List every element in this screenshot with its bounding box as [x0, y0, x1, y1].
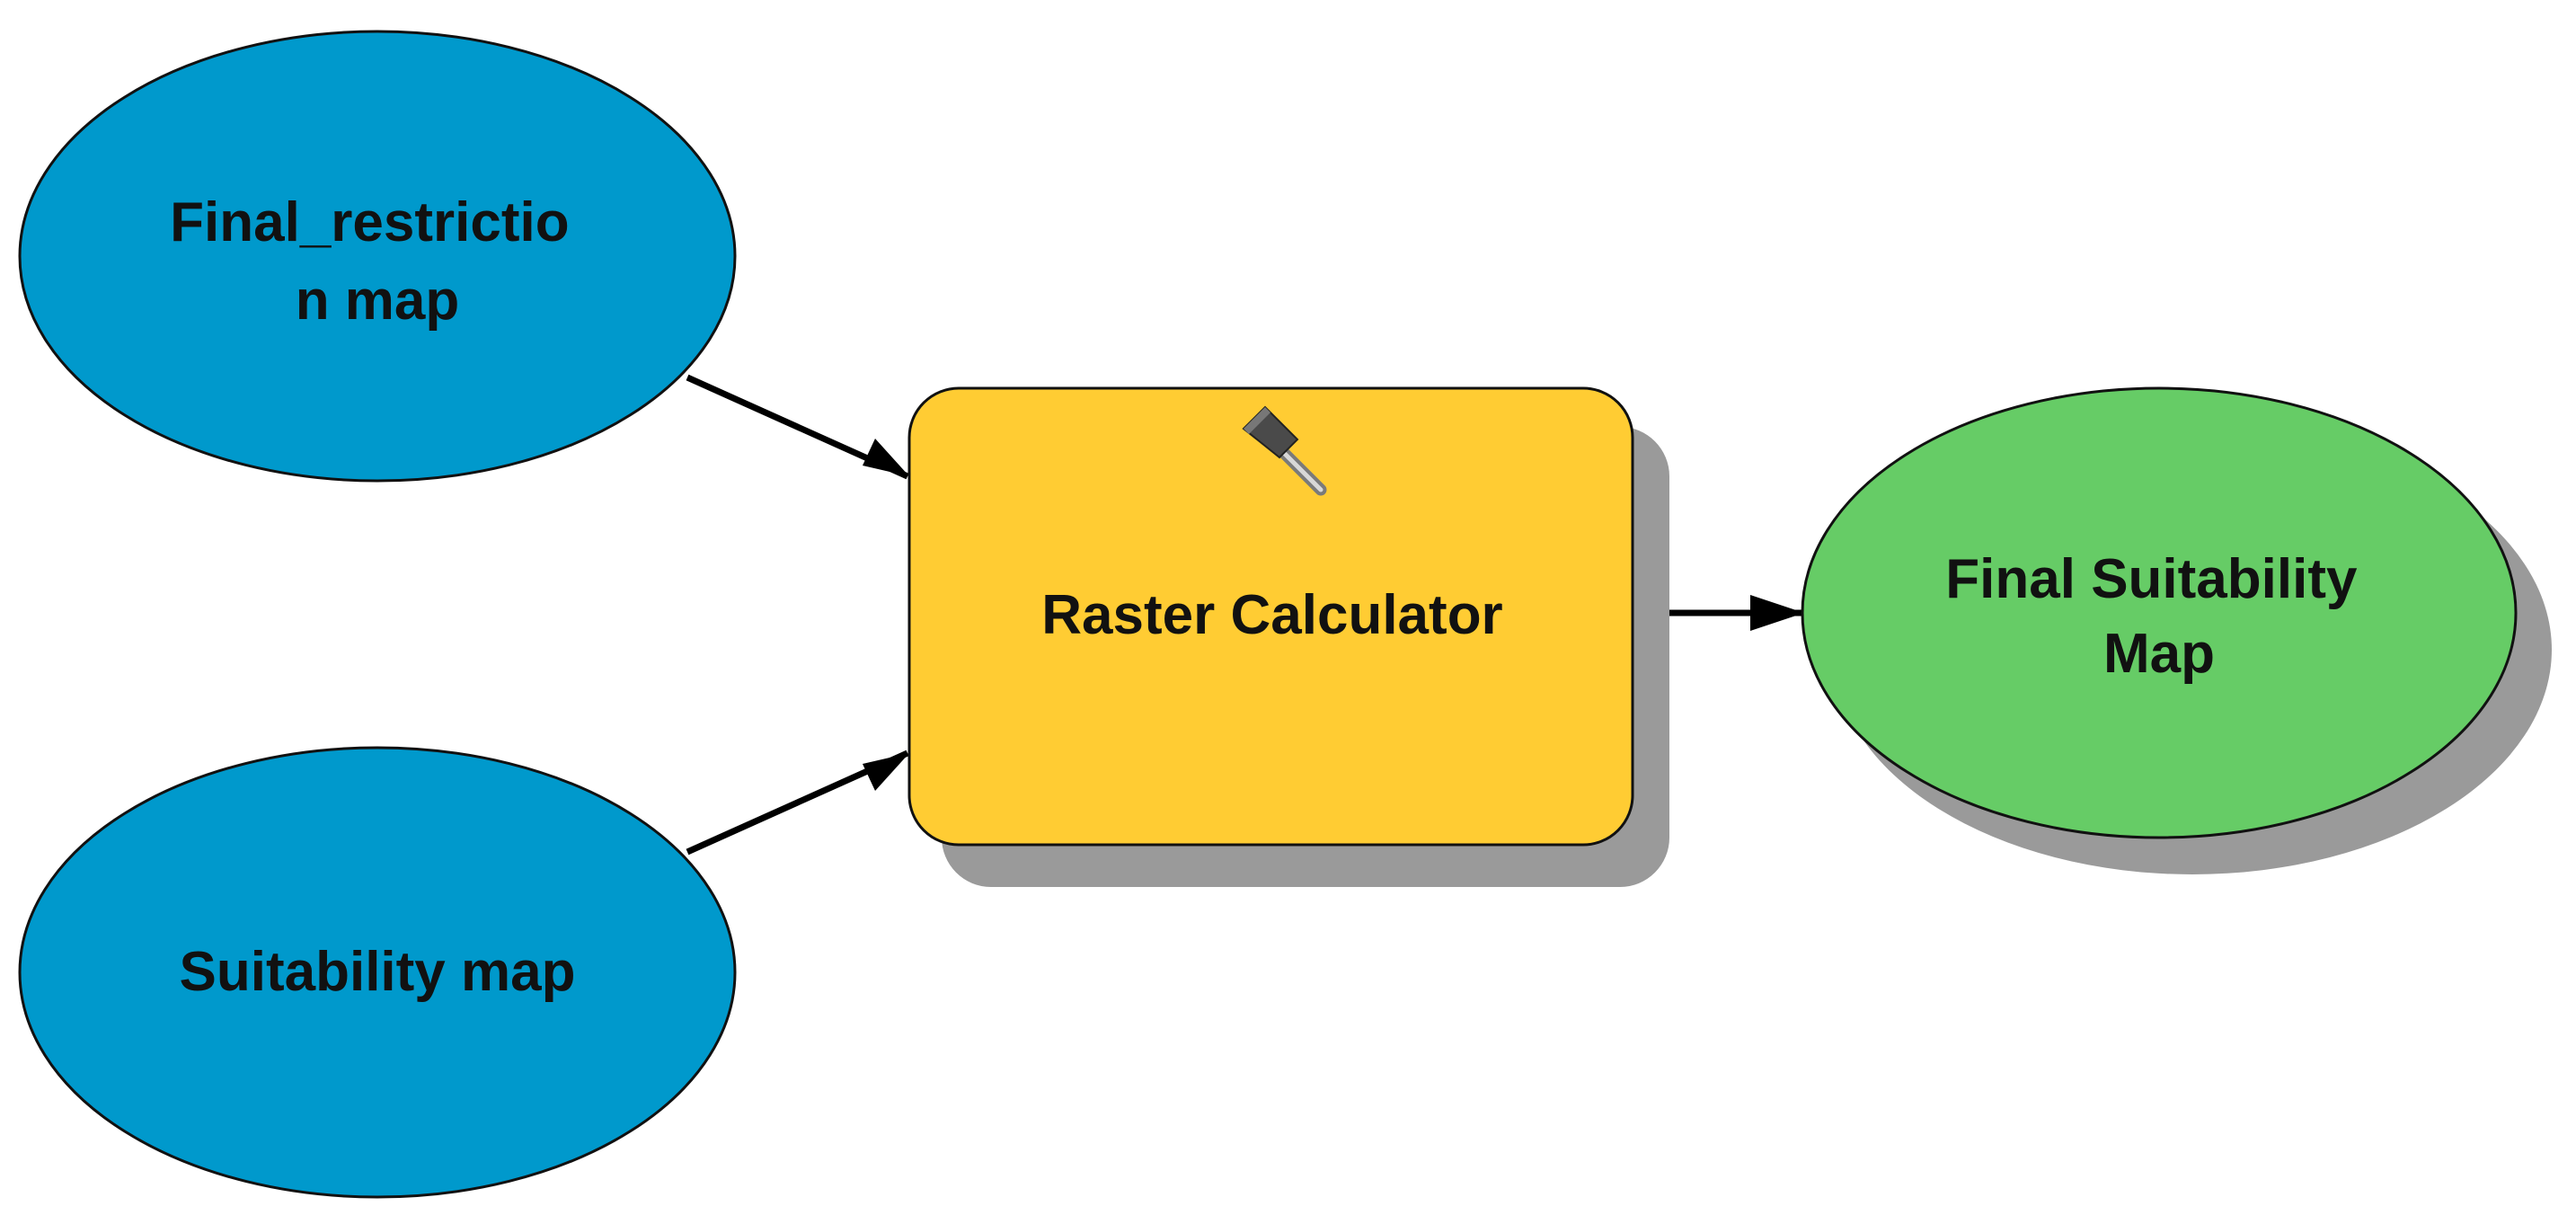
node-final-restriction-map[interactable]: Final_restrictio n map [18, 30, 737, 483]
node-final-restriction-label: Final_restrictio n map [170, 191, 585, 332]
hammer-icon [1242, 405, 1327, 496]
node-suitability-label: Suitability map [180, 941, 576, 1003]
node-final-suitability-map[interactable]: Final Suitability Map [1801, 386, 2552, 874]
node-raster-calculator-label: Raster Calculator [1041, 584, 1502, 646]
arrowhead-final-restriction [863, 439, 909, 476]
node-raster-calculator-shape [907, 386, 1634, 847]
node-raster-calculator[interactable]: Raster Calculator [907, 386, 1669, 887]
arrowhead-suitability [863, 753, 909, 791]
connector-group [686, 374, 1804, 856]
node-final-suitability-label: Final Suitability Map [1945, 548, 2372, 685]
node-final-restriction-shape [18, 30, 737, 483]
node-suitability-map[interactable]: Suitability map [18, 746, 737, 1199]
node-final-suitability-shape [1801, 386, 2518, 839]
arrowhead-final-suitability [1750, 595, 1804, 631]
node-suitability-shape [18, 746, 737, 1199]
